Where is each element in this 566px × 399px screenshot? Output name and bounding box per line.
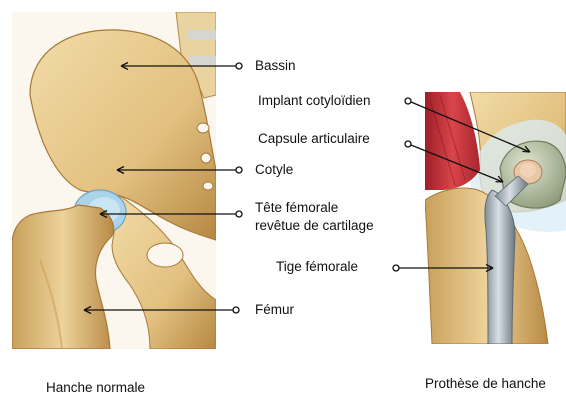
caption-prothese-de-hanche: Prothèse de hanche — [425, 376, 566, 392]
label-capsule-articulaire: Capsule articulaire — [258, 131, 370, 147]
label-tete-femorale-line2: revêtue de cartilage — [255, 218, 374, 234]
label-bassin: Bassin — [255, 58, 296, 74]
label-cotyle: Cotyle — [255, 162, 293, 178]
label-implant-cotyloidien: Implant cotyloïdien — [258, 93, 371, 109]
normal-hip-image — [12, 12, 216, 349]
label-tete-femorale-line1: Tête fémorale — [255, 200, 338, 216]
prosthesis-image — [425, 92, 566, 344]
label-femur: Fémur — [255, 302, 294, 318]
caption-hanche-normale: Hanche normale — [46, 380, 145, 396]
label-tige-femorale: Tige fémorale — [276, 259, 358, 275]
